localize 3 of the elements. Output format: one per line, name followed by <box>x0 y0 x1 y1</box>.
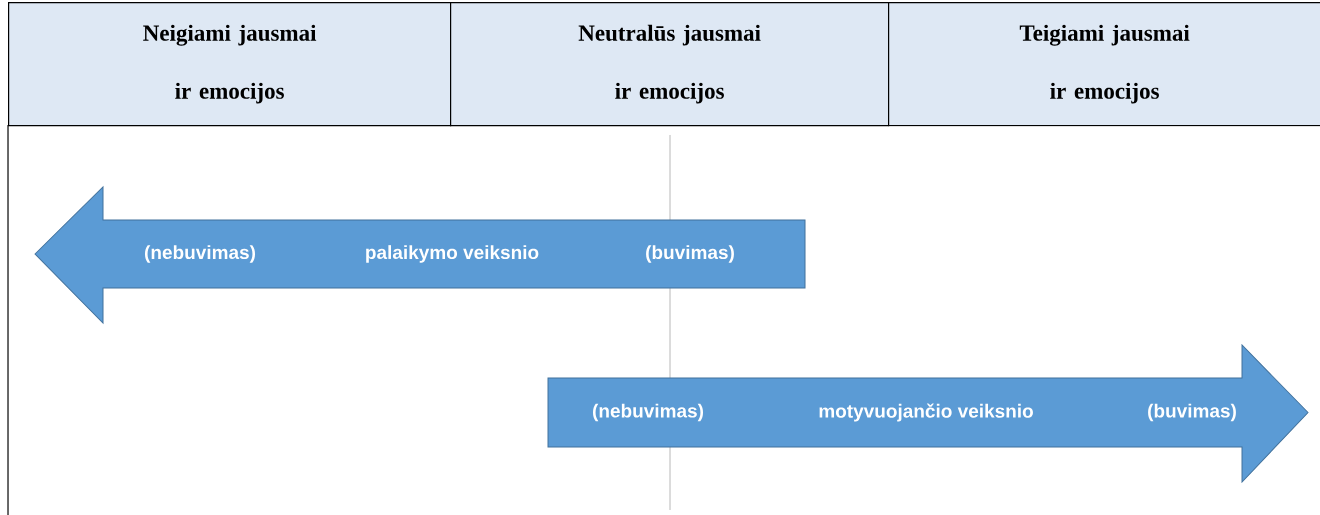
header-cell: Neigiami jausmai ir emocijos <box>8 2 452 127</box>
header-cell: Neutralūs jausmai ir emocijos <box>450 2 890 127</box>
header-cell: Teigiami jausmai ir emocijos <box>888 2 1320 127</box>
